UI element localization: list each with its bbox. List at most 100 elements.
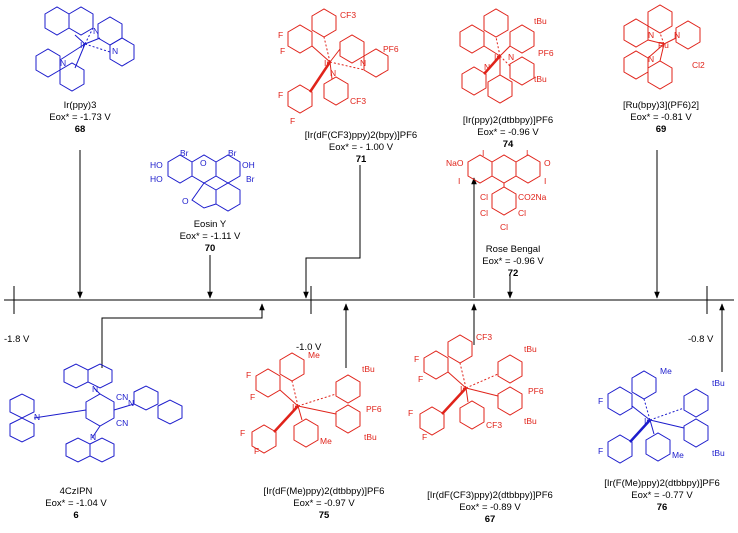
svg-text:F: F [278, 90, 283, 100]
svg-text:CN: CN [116, 418, 128, 428]
svg-text:tBu: tBu [712, 448, 725, 458]
svg-text:N: N [648, 30, 654, 40]
svg-text:CF3: CF3 [340, 10, 356, 20]
svg-text:Cl: Cl [480, 208, 488, 218]
svg-text:Br: Br [180, 150, 189, 158]
svg-text:I: I [482, 150, 484, 158]
svg-text:Ir: Ir [324, 58, 329, 68]
compound-name: Ir(ppy)3 [63, 100, 97, 111]
svg-text:N: N [34, 412, 40, 422]
svg-text:Ir: Ir [460, 384, 465, 394]
svg-text:I: I [458, 176, 460, 186]
svg-text:PF6: PF6 [528, 386, 544, 396]
compound-number: 67 [484, 514, 496, 525]
compound-number: 72 [507, 268, 519, 279]
svg-text:Ru: Ru [658, 40, 669, 50]
compound-number: 71 [355, 154, 367, 165]
compound-name: [Ir(dF(CF3)ppy)2(bpy)]PF6 [304, 130, 418, 141]
compound-number: 76 [656, 502, 668, 513]
svg-text:tBu: tBu [534, 16, 547, 26]
compound-eox: Eox* = - 1.00 V [328, 142, 394, 153]
svg-text:F: F [254, 446, 259, 456]
svg-text:F: F [598, 396, 603, 406]
svg-text:N: N [93, 26, 99, 36]
compound-eox: Eox* = -1.73 V [49, 112, 111, 123]
svg-text:CN: CN [116, 392, 128, 402]
svg-text:O: O [182, 196, 189, 206]
svg-text:Cl: Cl [480, 192, 488, 202]
compound-eox: Eox* = -0.96 V [477, 127, 539, 138]
compound-eox: Eox* = -1.04 V [45, 498, 107, 509]
compound-number: 74 [502, 139, 514, 150]
svg-text:F: F [290, 116, 295, 126]
compound-name: [Ir(ppy)2(dtbbpy)]PF6 [462, 115, 554, 126]
compound-name: Eosin Y [193, 219, 227, 230]
compound-number: 69 [655, 124, 667, 135]
svg-text:N: N [648, 54, 654, 64]
svg-text:Cl: Cl [518, 208, 526, 218]
svg-text:CF3: CF3 [350, 96, 366, 106]
tick-label-mid: -1.0 V [296, 342, 322, 353]
svg-text:NaO: NaO [446, 158, 464, 168]
svg-text:CF3: CF3 [476, 332, 492, 342]
structure-68: Ir N N N [35, 6, 135, 92]
compound-label-70: Eosin Y Eox* = -1.11 V 70 [160, 219, 260, 255]
tick-label-min: -1.8 V [4, 334, 30, 345]
svg-text:F: F [250, 392, 255, 402]
structure-72: NaO I I O I I Cl CO2Na Cl Cl Cl [446, 150, 551, 232]
svg-text:N: N [508, 52, 514, 62]
svg-text:F: F [408, 408, 413, 418]
svg-text:N: N [674, 30, 680, 40]
svg-text:N: N [92, 384, 98, 394]
svg-text:PF6: PF6 [383, 44, 399, 54]
svg-text:F: F [278, 30, 283, 40]
svg-text:I: I [544, 176, 546, 186]
svg-text:Br: Br [246, 174, 255, 184]
compound-number: 68 [74, 124, 86, 135]
svg-text:HO: HO [150, 160, 163, 170]
svg-text:O: O [200, 158, 207, 168]
svg-text:O: O [544, 158, 551, 168]
compound-label-67: [Ir(dF(CF3)ppy)2(dtbbpy)]PF6 Eox* = -0.8… [410, 490, 570, 526]
svg-text:CF3: CF3 [486, 420, 502, 430]
compound-label-76: [Ir(F(Me)ppy)2(dtbbpy)]PF6 Eox* = -0.77 … [592, 478, 732, 514]
svg-text:N: N [360, 58, 366, 68]
svg-text:Cl2: Cl2 [692, 60, 705, 70]
compound-label-72: Rose Bengal Eox* = -0.96 V 72 [458, 244, 568, 280]
svg-text:tBu: tBu [534, 74, 547, 84]
svg-text:F: F [418, 374, 423, 384]
svg-text:PF6: PF6 [366, 404, 382, 414]
compound-name: [Ir(F(Me)ppy)2(dtbbpy)]PF6 [604, 478, 720, 489]
structure-70: Br Br HO OH HO Br O O [150, 150, 255, 212]
structure-6: N N N N CN CN [9, 363, 183, 463]
svg-text:Me: Me [672, 450, 684, 460]
compound-label-68: Ir(ppy)3 Eox* = -1.73 V 68 [30, 100, 130, 136]
svg-text:PF6: PF6 [538, 48, 554, 58]
svg-text:Ir: Ir [80, 40, 85, 50]
compound-name: [Ir(dF(Me)ppy)2(dtbbpy)]PF6 [263, 486, 385, 497]
svg-text:Ir: Ir [494, 52, 499, 62]
compound-number: 6 [73, 510, 79, 521]
svg-text:tBu: tBu [712, 378, 725, 388]
svg-text:Br: Br [228, 150, 237, 158]
compound-label-71: [Ir(dF(CF3)ppy)2(bpy)]PF6 Eox* = - 1.00 … [276, 130, 446, 166]
svg-text:N: N [90, 432, 96, 442]
compound-name: [Ru(bpy)3](PF6)2] [622, 100, 700, 111]
svg-text:OH: OH [242, 160, 255, 170]
structure-71: Ir F F CF3 PF6 CF3 F F N N [278, 8, 399, 126]
svg-text:Cl: Cl [500, 222, 508, 232]
svg-text:F: F [240, 428, 245, 438]
svg-text:N: N [330, 68, 336, 78]
compound-label-74: [Ir(ppy)2(dtbbpy)]PF6 Eox* = -0.96 V 74 [448, 115, 568, 151]
svg-text:N: N [112, 46, 118, 56]
svg-text:N: N [484, 62, 490, 72]
compound-eox: Eox* = -0.97 V [293, 498, 355, 509]
structure-76: Ir F Me tBu tBu Me F [598, 366, 725, 464]
compound-eox: Eox* = -0.89 V [459, 502, 521, 513]
svg-text:F: F [598, 446, 603, 456]
compound-name: 4CzIPN [59, 486, 93, 497]
arrow-6 [101, 303, 265, 368]
svg-text:F: F [246, 370, 251, 380]
arrow-71 [303, 165, 361, 299]
